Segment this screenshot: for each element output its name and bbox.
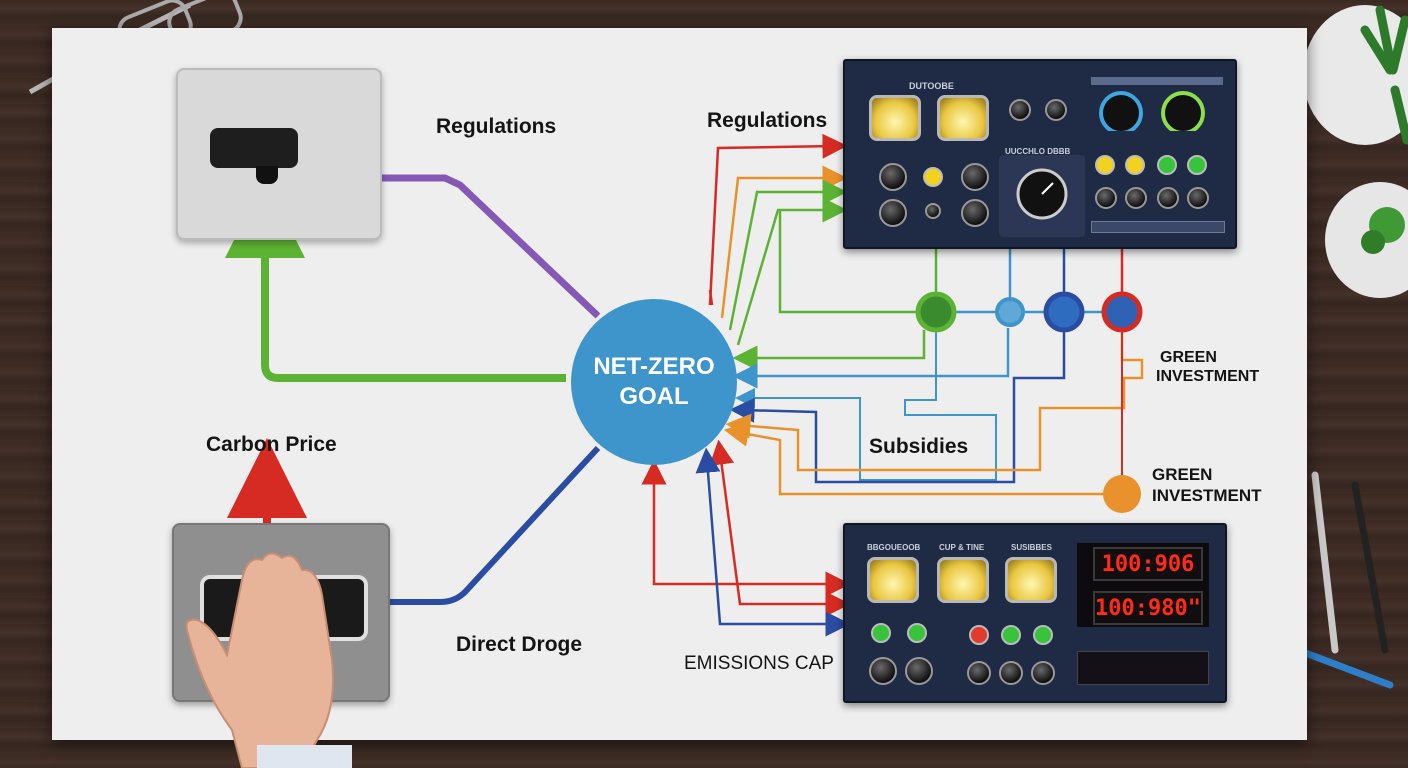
- bottom-gauge-3: [1005, 557, 1057, 603]
- top-knob-8[interactable]: [1157, 187, 1179, 209]
- top-knob-3[interactable]: [879, 199, 907, 227]
- label-green-investment-top: GREEN INVESTMENT: [1156, 348, 1259, 386]
- top-knob-1[interactable]: [879, 163, 907, 191]
- label-regulations-right: Regulations: [707, 109, 828, 132]
- goal-line-2: GOAL: [619, 383, 689, 410]
- top-knob-small-2[interactable]: [1045, 99, 1067, 121]
- label-green-investment-bottom-1: GREEN: [1152, 465, 1213, 484]
- bottom-led-bar: [1077, 651, 1209, 685]
- top-panel-title: DUTOOBE: [909, 81, 954, 91]
- bottom-gauge-label-1: BBGOUEOOB: [867, 543, 921, 552]
- bottom-led-red: [969, 625, 989, 645]
- toggle-stem: [256, 166, 278, 184]
- top-gauge-2: [937, 95, 989, 141]
- bottom-knob-1[interactable]: [869, 657, 897, 685]
- bottom-led-green-4: [1033, 625, 1053, 645]
- top-led-green-2: [1187, 155, 1207, 175]
- top-led-yellow-3: [1125, 155, 1145, 175]
- bottom-gauge-1: [867, 557, 919, 603]
- hand-icon: [185, 552, 352, 768]
- top-control-panel: DUTOOBE UUCCHLO DBBB: [843, 59, 1237, 249]
- junction-orange: [1103, 475, 1141, 513]
- bottom-knob-2[interactable]: [905, 657, 933, 685]
- bottom-display-1: 100:906: [1093, 547, 1203, 581]
- top-center-dial: [1016, 168, 1068, 220]
- top-section-label: UUCCHLO DBBB: [1005, 147, 1071, 156]
- top-knob-5[interactable]: [961, 199, 989, 227]
- bottom-led-green-2: [907, 623, 927, 643]
- label-green-investment-bottom: GREEN INVESTMENT: [1152, 464, 1262, 506]
- bottom-gauge-label-3: SUSIBBES: [1011, 543, 1052, 552]
- bottom-control-panel: BBGOUEOOB CUP & TINE SUSIBBES 100:906 10…: [843, 523, 1227, 703]
- goal-line-1: NET-ZERO: [593, 353, 715, 380]
- top-knob-9[interactable]: [1187, 187, 1209, 209]
- junction-red: [1101, 291, 1143, 333]
- top-panel-strip: [1091, 77, 1223, 85]
- top-knob-small-1[interactable]: [1009, 99, 1031, 121]
- regulations-switch-plate: [176, 68, 382, 240]
- bottom-led-green-1: [871, 623, 891, 643]
- top-center-dial-box: UUCCHLO DBBB: [999, 147, 1085, 237]
- bottom-gauge-label-2: CUP & TINE: [939, 543, 985, 552]
- bottom-knob-4[interactable]: [999, 661, 1023, 685]
- top-knob-7[interactable]: [1125, 187, 1147, 209]
- top-gauge-1: [869, 95, 921, 141]
- junction-green: [915, 291, 957, 333]
- bottom-knob-5[interactable]: [1031, 661, 1055, 685]
- label-carbon-price: Carbon Price: [206, 433, 337, 456]
- junction-blue: [1043, 291, 1085, 333]
- top-knob-2[interactable]: [961, 163, 989, 191]
- top-led-yellow-2: [1095, 155, 1115, 175]
- top-dial-green: [1161, 91, 1205, 131]
- top-knob-4[interactable]: [925, 203, 941, 219]
- regulations-switch-toggle[interactable]: [210, 128, 298, 168]
- label-green-investment-top-2: INVESTMENT: [1156, 368, 1260, 385]
- label-subsidies: Subsidies: [869, 435, 969, 458]
- label-green-investment-top-1: GREEN: [1160, 349, 1217, 366]
- bottom-display-2: 100:980": [1093, 591, 1203, 625]
- plant-icon: [1303, 5, 1408, 298]
- label-green-investment-bottom-2: INVESTMENT: [1152, 486, 1262, 505]
- bottom-gauge-2: [937, 557, 989, 603]
- top-led-green-1: [1157, 155, 1177, 175]
- label-direct-drag: Direct Droge: [456, 633, 583, 656]
- top-knob-6[interactable]: [1095, 187, 1117, 209]
- label-emissions-cap: EMISSIONS CAP: [684, 653, 834, 674]
- label-regulations-left: Regulations: [436, 115, 557, 138]
- junction-light-blue: [995, 297, 1025, 327]
- top-dial-blue: [1099, 91, 1143, 131]
- top-led-yellow-1: [923, 167, 943, 187]
- net-zero-goal-node: NET-ZERO GOAL: [571, 299, 737, 465]
- bottom-led-green-3: [1001, 625, 1021, 645]
- bottom-knob-3[interactable]: [967, 661, 991, 685]
- top-panel-bottom-strip: [1091, 221, 1225, 233]
